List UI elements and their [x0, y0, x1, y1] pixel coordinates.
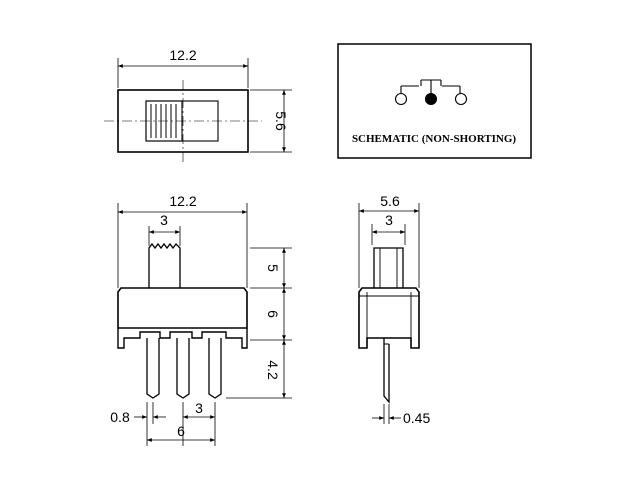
side-pin: [383, 338, 390, 404]
front-pin-center: [176, 338, 190, 399]
schematic-terminal-left: [394, 92, 408, 106]
front-pin-width-label: 0.8: [110, 409, 130, 425]
front-actuator-height-label: 5: [265, 264, 281, 272]
front-pin-length-label: 4.2: [265, 360, 281, 380]
top-view: [104, 58, 292, 162]
side-width-label: 5.6: [380, 193, 400, 209]
front-body-housing: [117, 287, 248, 329]
side-view: [358, 203, 420, 424]
schematic-terminal-common: [424, 92, 438, 106]
front-body-height-label: 6: [265, 310, 281, 318]
schematic-frame: [337, 43, 532, 159]
schematic-panel: [337, 43, 532, 159]
side-pin-thickness-label: 0.45: [403, 410, 430, 426]
schematic-symbol: [394, 79, 468, 106]
front-pin-pitch-label: 3: [195, 400, 203, 416]
front-width-label: 12.2: [169, 193, 196, 209]
front-pins: [146, 338, 222, 399]
side-actuator-width-label: 3: [385, 212, 393, 228]
front-body-base: [117, 328, 248, 349]
front-actuator: [148, 242, 181, 288]
side-actuator: [373, 247, 404, 288]
schematic-terminal-right: [454, 92, 468, 106]
front-view: [117, 203, 292, 446]
top-width-label: 12.2: [169, 47, 196, 63]
top-height-label: 5.6: [273, 111, 289, 131]
schematic-caption: SCHEMATIC (NON-SHORTING): [352, 133, 516, 145]
front-pin-left: [146, 338, 160, 399]
front-pin-span-label: 6: [177, 423, 185, 439]
front-actuator-width-label: 3: [160, 212, 168, 228]
front-pin-right: [208, 338, 222, 399]
side-body-housing: [358, 287, 420, 349]
